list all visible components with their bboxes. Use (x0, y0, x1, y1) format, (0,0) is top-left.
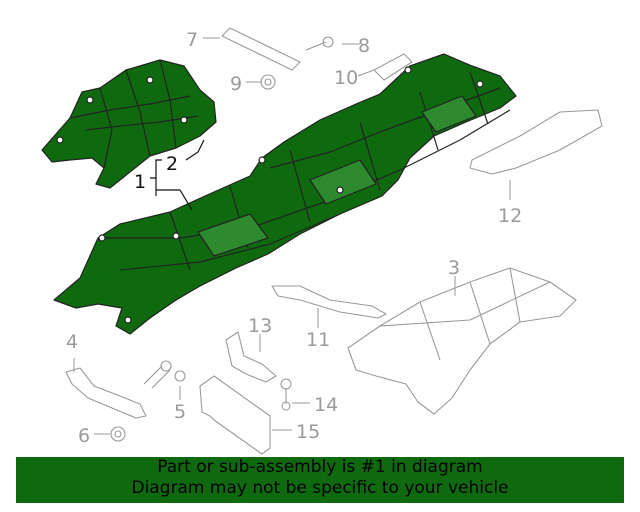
banner-line-1: Part or sub-assembly is #1 in diagram (157, 457, 483, 477)
callout-15: 15 (296, 421, 320, 443)
callout-11: 11 (306, 329, 330, 351)
callout-4: 4 (66, 331, 78, 353)
shield-part-12[interactable] (469, 109, 603, 175)
front-crossmember-part-2[interactable] (41, 59, 217, 189)
leader-lines-highlighted (150, 139, 205, 211)
leader-lines (73, 37, 511, 435)
banner-line-2: Diagram may not be specific to your vehi… (131, 478, 509, 498)
callout-3: 3 (448, 257, 460, 279)
callout-12: 12 (498, 205, 522, 227)
callout-6: 6 (78, 425, 90, 447)
bracket-part-15[interactable] (199, 375, 271, 455)
callout-5: 5 (174, 401, 186, 423)
bracket-part-10[interactable] (373, 53, 413, 81)
plate-part-7[interactable] (221, 27, 301, 71)
callout-1: 1 (134, 171, 146, 193)
bracket-part-11[interactable] (271, 285, 387, 319)
callout-2: 2 (166, 153, 178, 175)
bracket-part-4[interactable] (65, 367, 147, 419)
callout-8: 8 (358, 35, 370, 57)
callout-7: 7 (186, 29, 198, 51)
parts-diagram: 7 8 9 10 12 3 11 4 5 6 13 14 15 1 2 (41, 27, 603, 455)
bolt-part-8[interactable] (305, 36, 334, 51)
bracket-part-13[interactable] (225, 331, 277, 383)
stud-part-5[interactable] (143, 360, 186, 389)
nut-part-6[interactable] (110, 426, 126, 442)
bolt-part-14[interactable] (280, 378, 292, 411)
callout-10: 10 (334, 67, 358, 89)
frame-assembly-part-1[interactable] (53, 53, 517, 335)
callout-13: 13 (248, 315, 272, 337)
callout-9: 9 (230, 73, 242, 95)
frame-reference-part-3[interactable] (347, 267, 577, 415)
nut-part-9[interactable] (260, 74, 276, 90)
callout-14: 14 (314, 394, 338, 416)
info-banner: Part or sub-assembly is #1 in diagram Di… (16, 457, 624, 503)
